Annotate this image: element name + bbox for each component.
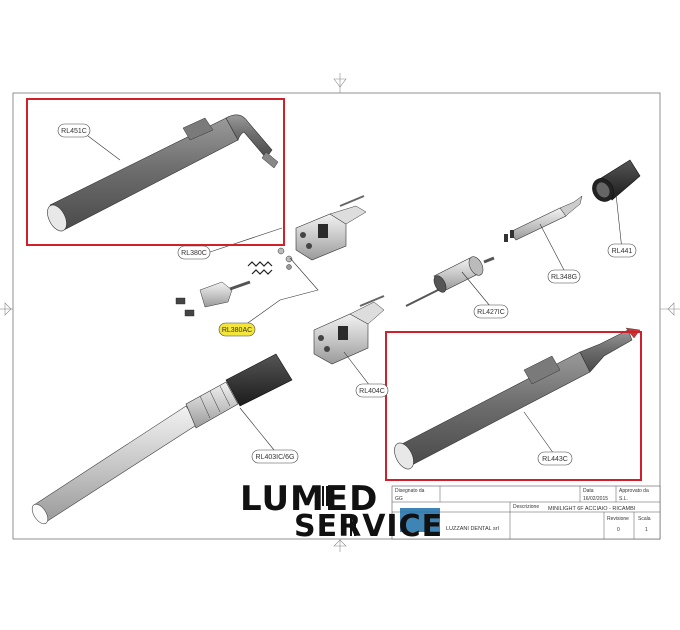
part-label-rl443c: RL443C [542,456,568,463]
highlight-frame-rl443c [385,331,642,481]
part-rl348g-drawing [504,195,583,242]
callout-rl404c: RL404C [355,383,389,398]
part-rl427ic-drawing [405,256,495,307]
leader-lines [87,135,623,455]
designer-value: GG [395,496,403,502]
part-label-rl427ic: RL427IC [477,309,505,316]
part-label-rl380ac: RL380AC [222,327,252,334]
callout-rl380ac: RL380AC [218,322,256,337]
part-label-rl451c: RL451C [61,128,87,135]
scale-label: Scala [638,516,651,522]
brand-line-1: LUMED [240,479,378,519]
part-label-rl441: RL441 [612,248,633,255]
description-label: Descrizione [513,504,539,510]
part-connector-lower-drawing [313,295,385,365]
designer-label: Disegnato da [395,488,425,494]
callout-rl441: RL441 [607,243,637,258]
brand-logo: LUMED SERVICE [240,479,443,544]
scale-value: 1 [645,527,648,533]
company-logo [400,508,440,532]
callout-rl443c: RL443C [537,451,573,466]
description-value: MINILIGHT 6F ACCIAIO - RICAMBI [548,506,636,512]
sheet-frame [0,73,680,552]
company-name: LUZZANI DENTAL srl [446,526,499,532]
part-label-rl404c: RL404C [359,388,385,395]
revision-label: Revisione [607,516,629,522]
part-rl403ic-drawing [31,353,293,525]
part-label-rl403ic: RL403IC/6G [256,454,295,461]
callout-rl380c: RL380C [177,245,211,260]
part-rl441-drawing [592,159,641,202]
part-connector-upper-drawing [295,195,367,261]
part-label-rl348g: RL348G [551,274,577,281]
brand-line-2: SERVICE [294,509,443,544]
approved-label: Approvato da [619,488,649,494]
callout-rl348g: RL348G [547,269,581,284]
callout-rl427ic: RL427IC [473,304,509,319]
part-label-rl380c: RL380C [181,250,207,257]
part-springs-drawing [175,247,293,317]
revision-value: 0 [617,527,620,533]
part-rl443c-drawing [394,327,641,470]
approved-value: S.L. [619,496,628,502]
date-label: Data [583,488,594,494]
callout-rl451c: RL451C [57,123,91,138]
part-rl451c-drawing [47,114,279,232]
callout-rl403ic: RL403IC/6G [251,449,299,464]
date-value: 16/02/2015 [583,496,608,502]
title-block: Disegnato da GG Data 16/02/2015 Approvat… [391,485,661,540]
highlight-frame-rl451c [26,98,285,246]
